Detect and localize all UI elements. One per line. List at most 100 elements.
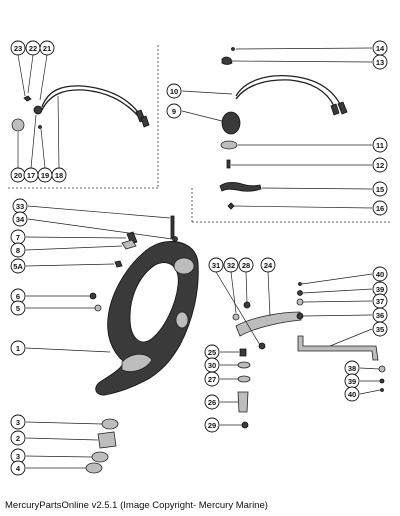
callout-label: 40 bbox=[348, 390, 356, 399]
callout-label: 23 bbox=[14, 44, 22, 53]
callout-34: 34 bbox=[12, 211, 28, 227]
callout-37: 37 bbox=[372, 293, 388, 309]
bracket-15 bbox=[219, 182, 262, 192]
bracket-lower-boss bbox=[175, 311, 189, 329]
leader-32 bbox=[230, 271, 237, 314]
callout-circle bbox=[208, 257, 224, 273]
pin-31 bbox=[258, 342, 266, 350]
callout-circle bbox=[372, 266, 388, 282]
callout-4: 4 bbox=[10, 460, 26, 476]
leader-21 bbox=[39, 54, 48, 101]
callout-label: 5 bbox=[16, 304, 20, 313]
nut-11 bbox=[220, 140, 238, 150]
leader-36 bbox=[302, 314, 373, 317]
washer-38 bbox=[378, 365, 386, 373]
bolt-33 bbox=[170, 215, 175, 239]
leader-23 bbox=[17, 54, 26, 97]
leader-18 bbox=[57, 95, 60, 169]
callout-20: 20 bbox=[10, 167, 26, 183]
callout-19: 19 bbox=[37, 167, 53, 183]
swivel-bracket-group bbox=[25, 205, 199, 396]
callout-label: 19 bbox=[41, 171, 49, 180]
callout-circle bbox=[10, 340, 26, 356]
leader-16 bbox=[233, 205, 373, 209]
callout-label: 36 bbox=[376, 311, 384, 320]
callout-2: 2 bbox=[10, 430, 26, 446]
callout-10: 10 bbox=[166, 83, 182, 99]
callout-label: 7 bbox=[16, 233, 20, 242]
callout-32: 32 bbox=[223, 257, 239, 273]
callout-circle bbox=[204, 417, 220, 433]
callout-label: 12 bbox=[376, 161, 384, 170]
callout-circle bbox=[10, 242, 26, 258]
wire-harness-left bbox=[41, 85, 141, 119]
callout-circle bbox=[10, 40, 26, 56]
bracket-foot bbox=[121, 353, 153, 372]
callout-25: 25 bbox=[204, 344, 220, 360]
callout-circle bbox=[166, 83, 182, 99]
callout-27: 27 bbox=[204, 371, 220, 387]
callout-38: 38 bbox=[344, 360, 360, 376]
washer-39a bbox=[297, 290, 303, 296]
callout-23: 23 bbox=[10, 40, 26, 56]
washer-5 bbox=[94, 304, 102, 312]
callout-label: 15 bbox=[376, 185, 384, 194]
callout-circle bbox=[344, 386, 360, 402]
leader-13 bbox=[231, 60, 373, 63]
leader-39a bbox=[302, 288, 373, 294]
leader-17 bbox=[30, 114, 37, 169]
callout-3a: 3 bbox=[10, 414, 26, 430]
leader-31 bbox=[215, 271, 261, 346]
spring-37 bbox=[296, 298, 304, 306]
callout-circle bbox=[372, 181, 388, 197]
shaft-26 bbox=[237, 391, 249, 413]
callout-22: 22 bbox=[25, 40, 41, 56]
callout-label: 14 bbox=[376, 44, 385, 53]
callout-label: 3 bbox=[16, 452, 20, 461]
callout-14: 14 bbox=[372, 40, 388, 56]
rod-35 bbox=[297, 335, 379, 361]
callout-39b: 39 bbox=[344, 373, 360, 389]
oring-27 bbox=[237, 375, 251, 383]
callout-label: 22 bbox=[29, 44, 37, 53]
washer-30 bbox=[237, 361, 251, 369]
callout-33: 33 bbox=[12, 198, 28, 214]
callout-7: 7 bbox=[10, 229, 26, 245]
callout-35: 35 bbox=[372, 321, 388, 337]
small-nut-left bbox=[23, 95, 32, 102]
callout-40b: 40 bbox=[344, 386, 360, 402]
leader-15 bbox=[261, 187, 373, 190]
upper-right-wire-group bbox=[181, 47, 373, 210]
leader-37 bbox=[302, 300, 373, 303]
callout-8: 8 bbox=[10, 242, 26, 258]
callout-label: 39 bbox=[376, 285, 384, 294]
callout-24: 24 bbox=[260, 257, 276, 273]
washer-left bbox=[38, 125, 42, 129]
callout-label: 3 bbox=[16, 418, 20, 427]
terminal-right-a bbox=[337, 101, 348, 115]
leader-8 bbox=[25, 245, 123, 251]
screw-16 bbox=[227, 202, 235, 210]
callout-circle bbox=[10, 258, 26, 274]
leader-38 bbox=[359, 367, 380, 370]
tilt-rod-group bbox=[296, 273, 386, 395]
callout-label: 26 bbox=[208, 398, 216, 407]
swivel-bracket bbox=[95, 241, 199, 396]
callout-circle bbox=[204, 394, 220, 410]
callout-5A: 5A bbox=[10, 258, 26, 274]
callout-label: 13 bbox=[376, 58, 384, 67]
leader-7 bbox=[25, 236, 127, 239]
bushing-36 bbox=[296, 312, 304, 320]
callout-label: 29 bbox=[208, 421, 216, 430]
callout-circle bbox=[223, 257, 239, 273]
callout-label: 31 bbox=[212, 261, 220, 270]
leader-40a bbox=[301, 273, 373, 285]
callout-label: 25 bbox=[208, 348, 216, 357]
callout-circle bbox=[166, 103, 182, 119]
callout-label: 21 bbox=[43, 44, 51, 53]
callout-label: 8 bbox=[16, 246, 20, 255]
callout-circle bbox=[372, 54, 388, 70]
callout-label: 39 bbox=[348, 377, 356, 386]
callout-label: 35 bbox=[376, 325, 384, 334]
